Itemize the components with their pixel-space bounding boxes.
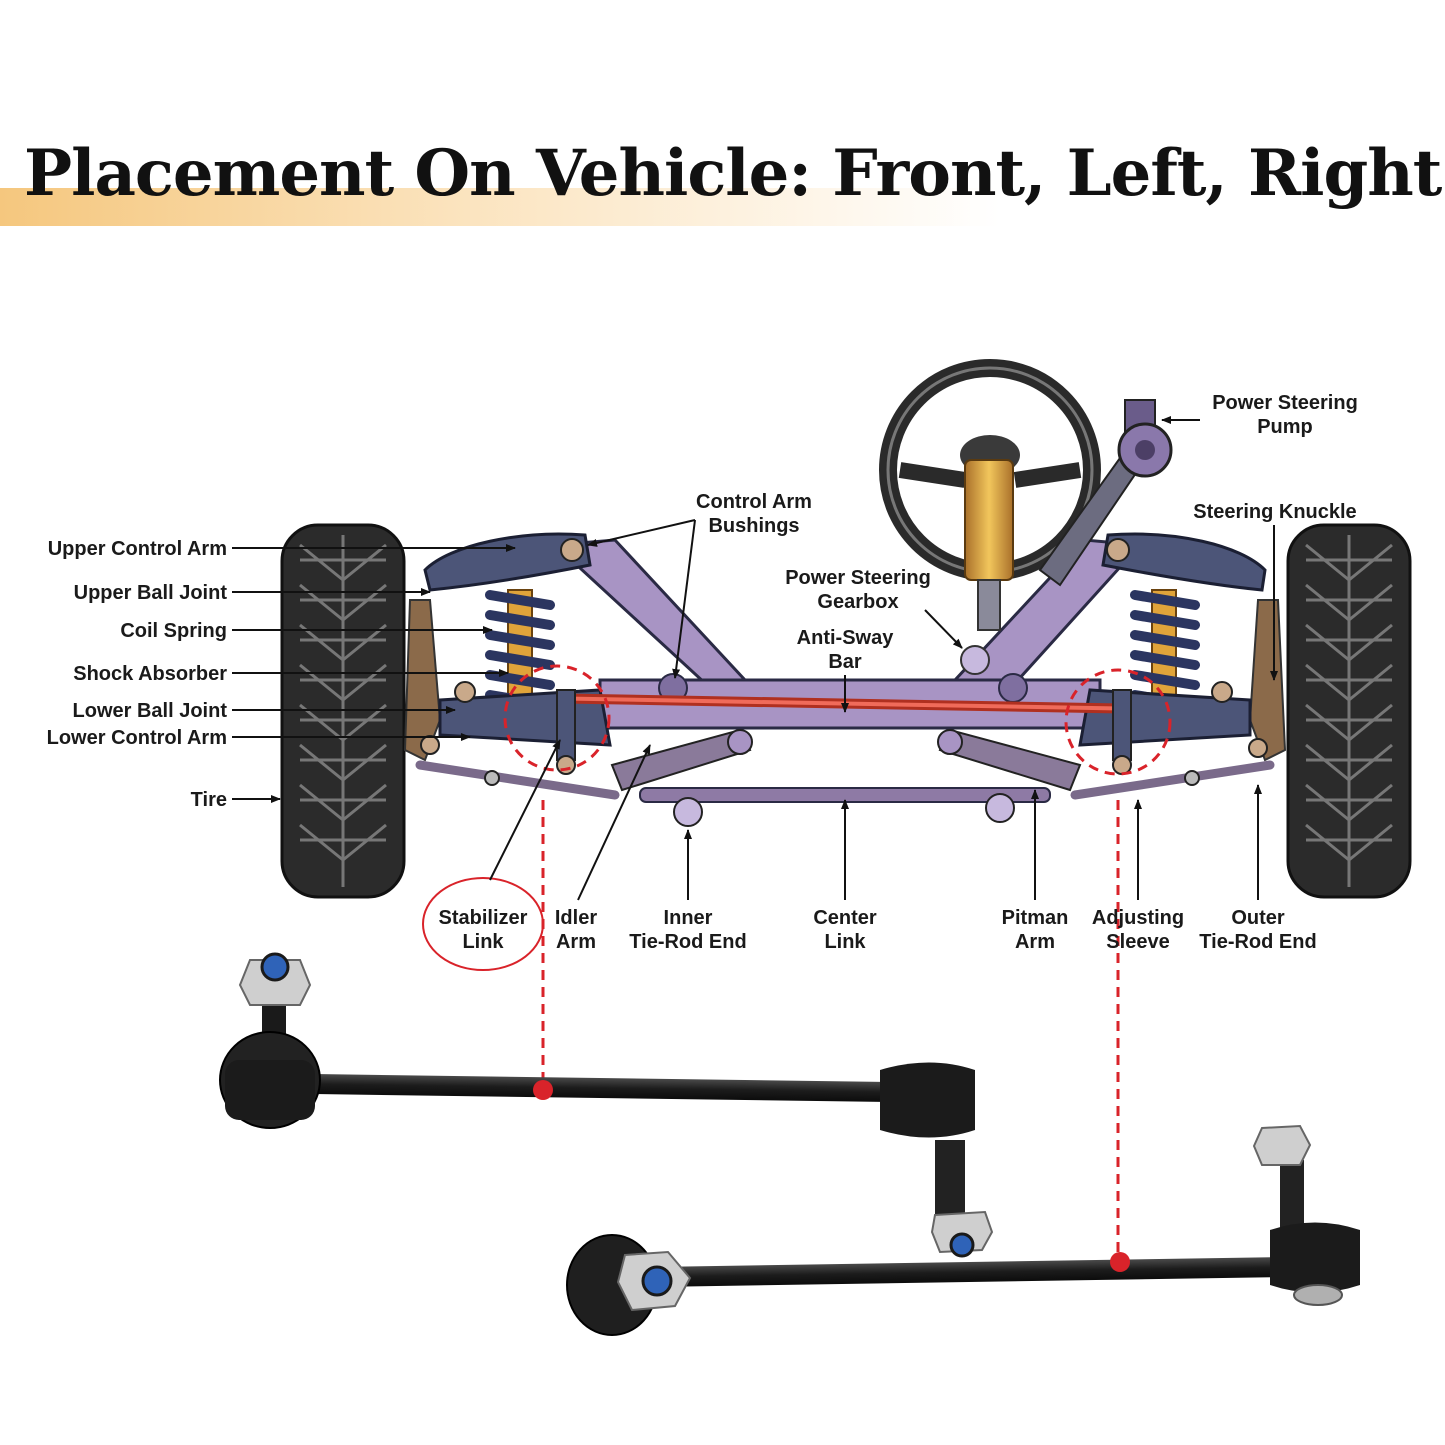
placement-dot-right — [1110, 1252, 1130, 1272]
placement-indicator-lines — [541, 800, 1120, 1262]
placement-dot-left — [533, 1080, 553, 1100]
stabilizer-link-part-left — [219, 952, 994, 1258]
right-tire — [1286, 523, 1412, 899]
label-lower-ball-joint: Lower Ball Joint — [72, 700, 227, 722]
knuckles — [403, 599, 1287, 762]
pitman-arm — [937, 728, 1082, 792]
page-title: Placement On Vehicle: Front, Left, Right — [24, 136, 1442, 211]
coil-spring-left — [485, 589, 555, 711]
upper-control-arm-left — [423, 532, 592, 592]
label-upper-control-arm: Upper Control Arm — [47, 538, 227, 560]
stabilizer-link-part-right — [566, 1124, 1360, 1336]
label-coil-spring: Coil Spring — [120, 620, 227, 642]
steering-column — [960, 459, 1014, 675]
idler-arm — [610, 728, 753, 792]
stabilizer-link-highlights — [503, 664, 1172, 776]
label-steering-knuckle: Steering Knuckle — [1193, 501, 1357, 523]
label-shock-absorber: Shock Absorber — [73, 663, 227, 685]
upper-control-arm-right — [1101, 532, 1267, 592]
label-tire: Tire — [190, 789, 227, 811]
center-link — [639, 787, 1051, 827]
tie-rods — [415, 735, 1275, 800]
power-steering-pump-part — [1038, 399, 1173, 587]
title-highlight-band — [0, 188, 1000, 226]
label-lower-control-arm: Lower Control Arm — [46, 727, 227, 749]
coil-spring-right — [1130, 589, 1200, 711]
leader-lines — [232, 416, 1278, 901]
label-upper-ball-joint: Upper Ball Joint — [73, 582, 227, 604]
